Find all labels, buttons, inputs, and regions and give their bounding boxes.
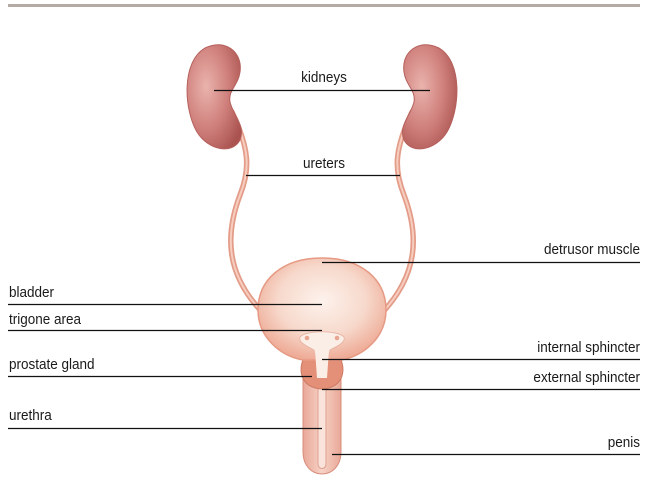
trigone-area-label: trigone area [9,311,81,328]
left-kidney [187,45,242,149]
kidneys-label: kidneys [279,69,369,86]
urethra-label: urethra [9,407,52,424]
ureters-label: ureters [279,155,369,172]
bladder-label: bladder [9,284,54,301]
internal-sphincter-label: internal sphincter [460,339,640,356]
external-sphincter-label: external sphincter [460,369,640,386]
right-kidney [402,45,457,149]
prostate-gland-label: prostate gland [9,356,95,373]
detrusor-muscle-label: detrusor muscle [460,241,640,258]
penis-label: penis [460,434,640,451]
penis [303,378,341,474]
